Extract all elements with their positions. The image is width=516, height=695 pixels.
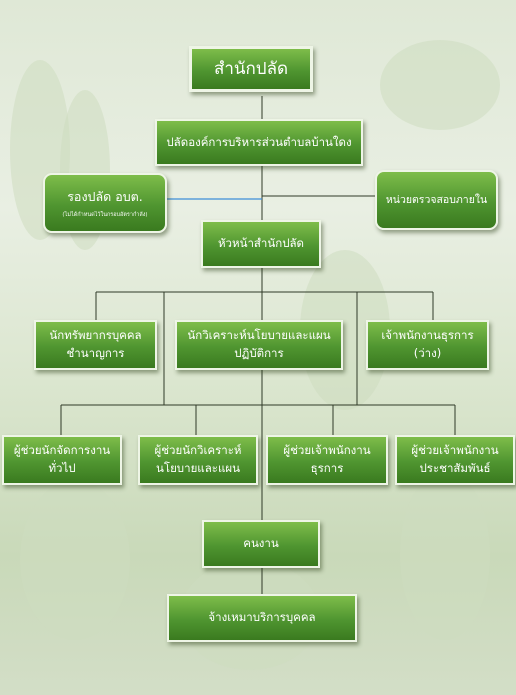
node-asst-general: ผู้ช่วยนักจัดการงาน ทั่วไป [2,435,122,485]
node-asst-pr-line2: ประชาสัมพันธ์ [419,461,491,475]
node-asst-pr-line1: ผู้ช่วยเจ้าพนักงาน [411,443,499,458]
node-audit-label: หน่วยตรวจสอบภายใน [385,193,488,206]
node-contract: จ้างเหมาบริการบุคคล [167,594,357,642]
node-admin-line2: (ว่าง) [413,346,442,360]
node-hr: นักทรัพยากรบุคคล ชำนาญการ [34,320,157,370]
node-asst-admin-line2: ธุรการ [310,461,344,475]
node-deputy: รองปลัด อบต. (ไม่ได้กำหนดไว้ในกรอบอัตราก… [43,173,167,233]
node-asst-admin: ผู้ช่วยเจ้าพนักงาน ธุรการ [266,435,388,485]
node-head: หัวหน้าสำนักปลัด [201,220,321,268]
node-asst-policy: ผู้ช่วยนักวิเคราะห์ นโยบายและแผน [138,435,258,485]
node-policy-line2: ปฏิบัติการ [234,346,284,360]
node-asst-policy-line1: ผู้ช่วยนักวิเคราะห์ [154,443,242,458]
node-worker-label: คนงาน [243,536,279,551]
node-worker: คนงาน [202,520,320,568]
node-palat: ปลัดองค์การบริหารส่วนตำบลบ้านใดง [155,119,363,166]
node-asst-policy-line2: นโยบายและแผน [156,461,240,475]
node-head-label: หัวหน้าสำนักปลัด [217,236,305,251]
node-palat-label: ปลัดองค์การบริหารส่วนตำบลบ้านใดง [166,134,352,149]
node-asst-general-line1: ผู้ช่วยนักจัดการงาน [13,443,111,458]
node-asst-pr: ผู้ช่วยเจ้าพนักงาน ประชาสัมพันธ์ [395,435,515,485]
org-chart-title: สำนักปลัด [189,46,313,92]
node-asst-admin-line1: ผู้ช่วยเจ้าพนักงาน [283,443,371,458]
node-hr-line1: นักทรัพยากรบุคคล [49,328,142,343]
node-hr-line2: ชำนาญการ [66,346,125,360]
node-audit: หน่วยตรวจสอบภายใน [375,170,498,230]
node-asst-general-line2: ทั่วไป [48,461,76,475]
title-text: สำนักปลัด [213,58,289,79]
node-contract-label: จ้างเหมาบริการบุคคล [208,610,316,625]
node-deputy-label: รองปลัด อบต. [67,189,143,205]
node-policy: นักวิเคราะห์นโยบายและแผน ปฏิบัติการ [175,320,343,370]
node-admin-line1: เจ้าพนักงานธุรการ [381,328,474,343]
node-deputy-note: (ไม่ได้กำหนดไว้ในกรอบอัตรากำลัง) [62,212,148,219]
node-policy-line1: นักวิเคราะห์นโยบายและแผน [187,328,331,343]
node-admin: เจ้าพนักงานธุรการ (ว่าง) [366,320,489,370]
